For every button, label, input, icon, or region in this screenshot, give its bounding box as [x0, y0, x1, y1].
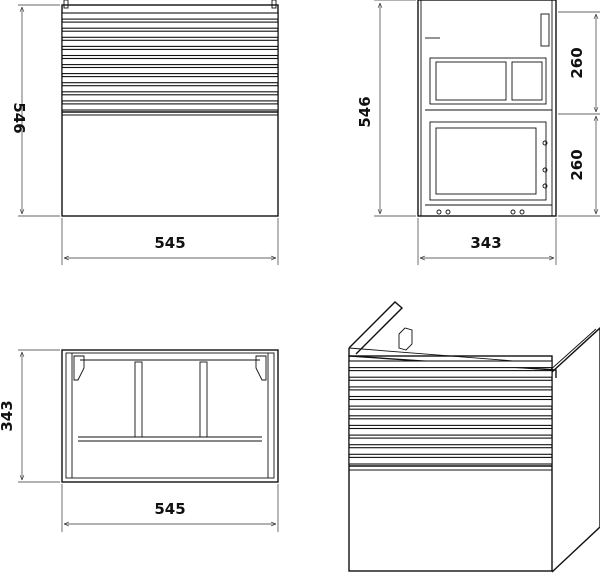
- side-lower-drawer-frame: [429, 121, 547, 201]
- slat: [61, 12, 279, 20]
- slat: [61, 39, 279, 47]
- side-lower-drawer-inner: [435, 127, 537, 195]
- top-depth-label: 343: [0, 400, 16, 431]
- side-hole: [519, 209, 525, 215]
- top-inner-outline: [65, 352, 275, 479]
- slat: [348, 379, 553, 388]
- side-depth-label: 343: [470, 234, 501, 252]
- slat: [61, 103, 279, 111]
- top-divider-right: [199, 361, 208, 438]
- slat: [61, 76, 279, 84]
- slat: [61, 21, 279, 29]
- top-left-hinge: [73, 355, 85, 381]
- side-hole: [542, 167, 548, 173]
- slat: [61, 57, 279, 66]
- slat: [348, 370, 553, 378]
- front-height-label: 546: [10, 102, 28, 133]
- side-hole: [510, 209, 516, 215]
- side-cabinet-outline: [417, 0, 557, 217]
- side-upper-drawer-label: 260: [568, 47, 586, 78]
- slat: [61, 48, 279, 57]
- iso-back-rail: [348, 301, 404, 355]
- slat: [61, 66, 279, 75]
- side-upper-drawer-frame: [429, 57, 547, 105]
- front-right-post: [271, 0, 277, 9]
- slat: [348, 447, 553, 455]
- top-right-hinge: [255, 355, 267, 381]
- side-height-label: 546: [356, 96, 374, 127]
- top-divider-left: [134, 361, 143, 438]
- iso-view: [348, 301, 600, 573]
- side-view: 546 260 260 343: [356, 0, 600, 265]
- slat: [61, 30, 279, 38]
- slat: [348, 427, 553, 436]
- front-view: 546 545: [10, 0, 279, 265]
- iso-slat-panel: [348, 360, 553, 465]
- slat: [348, 398, 553, 407]
- side-upper-drawer-inner-right: [511, 61, 543, 101]
- side-hole: [542, 140, 548, 146]
- slat: [348, 437, 553, 446]
- front-width-label: 545: [154, 234, 185, 252]
- side-hole: [445, 209, 451, 215]
- side-hole: [436, 209, 442, 215]
- slat: [348, 418, 553, 426]
- slat: [348, 408, 553, 417]
- slat: [348, 360, 553, 369]
- side-lower-drawer-label: 260: [568, 149, 586, 180]
- slat: [348, 389, 553, 398]
- slat: [348, 456, 553, 465]
- top-view: 343 545: [0, 349, 279, 532]
- top-width-label: 545: [154, 500, 185, 518]
- slat: [61, 94, 279, 102]
- front-slat-panel: [61, 12, 279, 111]
- side-top-fitting: [540, 13, 550, 47]
- iso-fitting: [398, 327, 413, 351]
- iso-side-top-edge: [547, 328, 597, 373]
- slat: [61, 85, 279, 93]
- front-left-post: [63, 0, 69, 9]
- side-upper-drawer-inner-left: [435, 61, 507, 101]
- side-hole: [542, 183, 548, 189]
- top-cabinet-outline: [61, 349, 279, 483]
- iso-side-panel: [551, 327, 600, 573]
